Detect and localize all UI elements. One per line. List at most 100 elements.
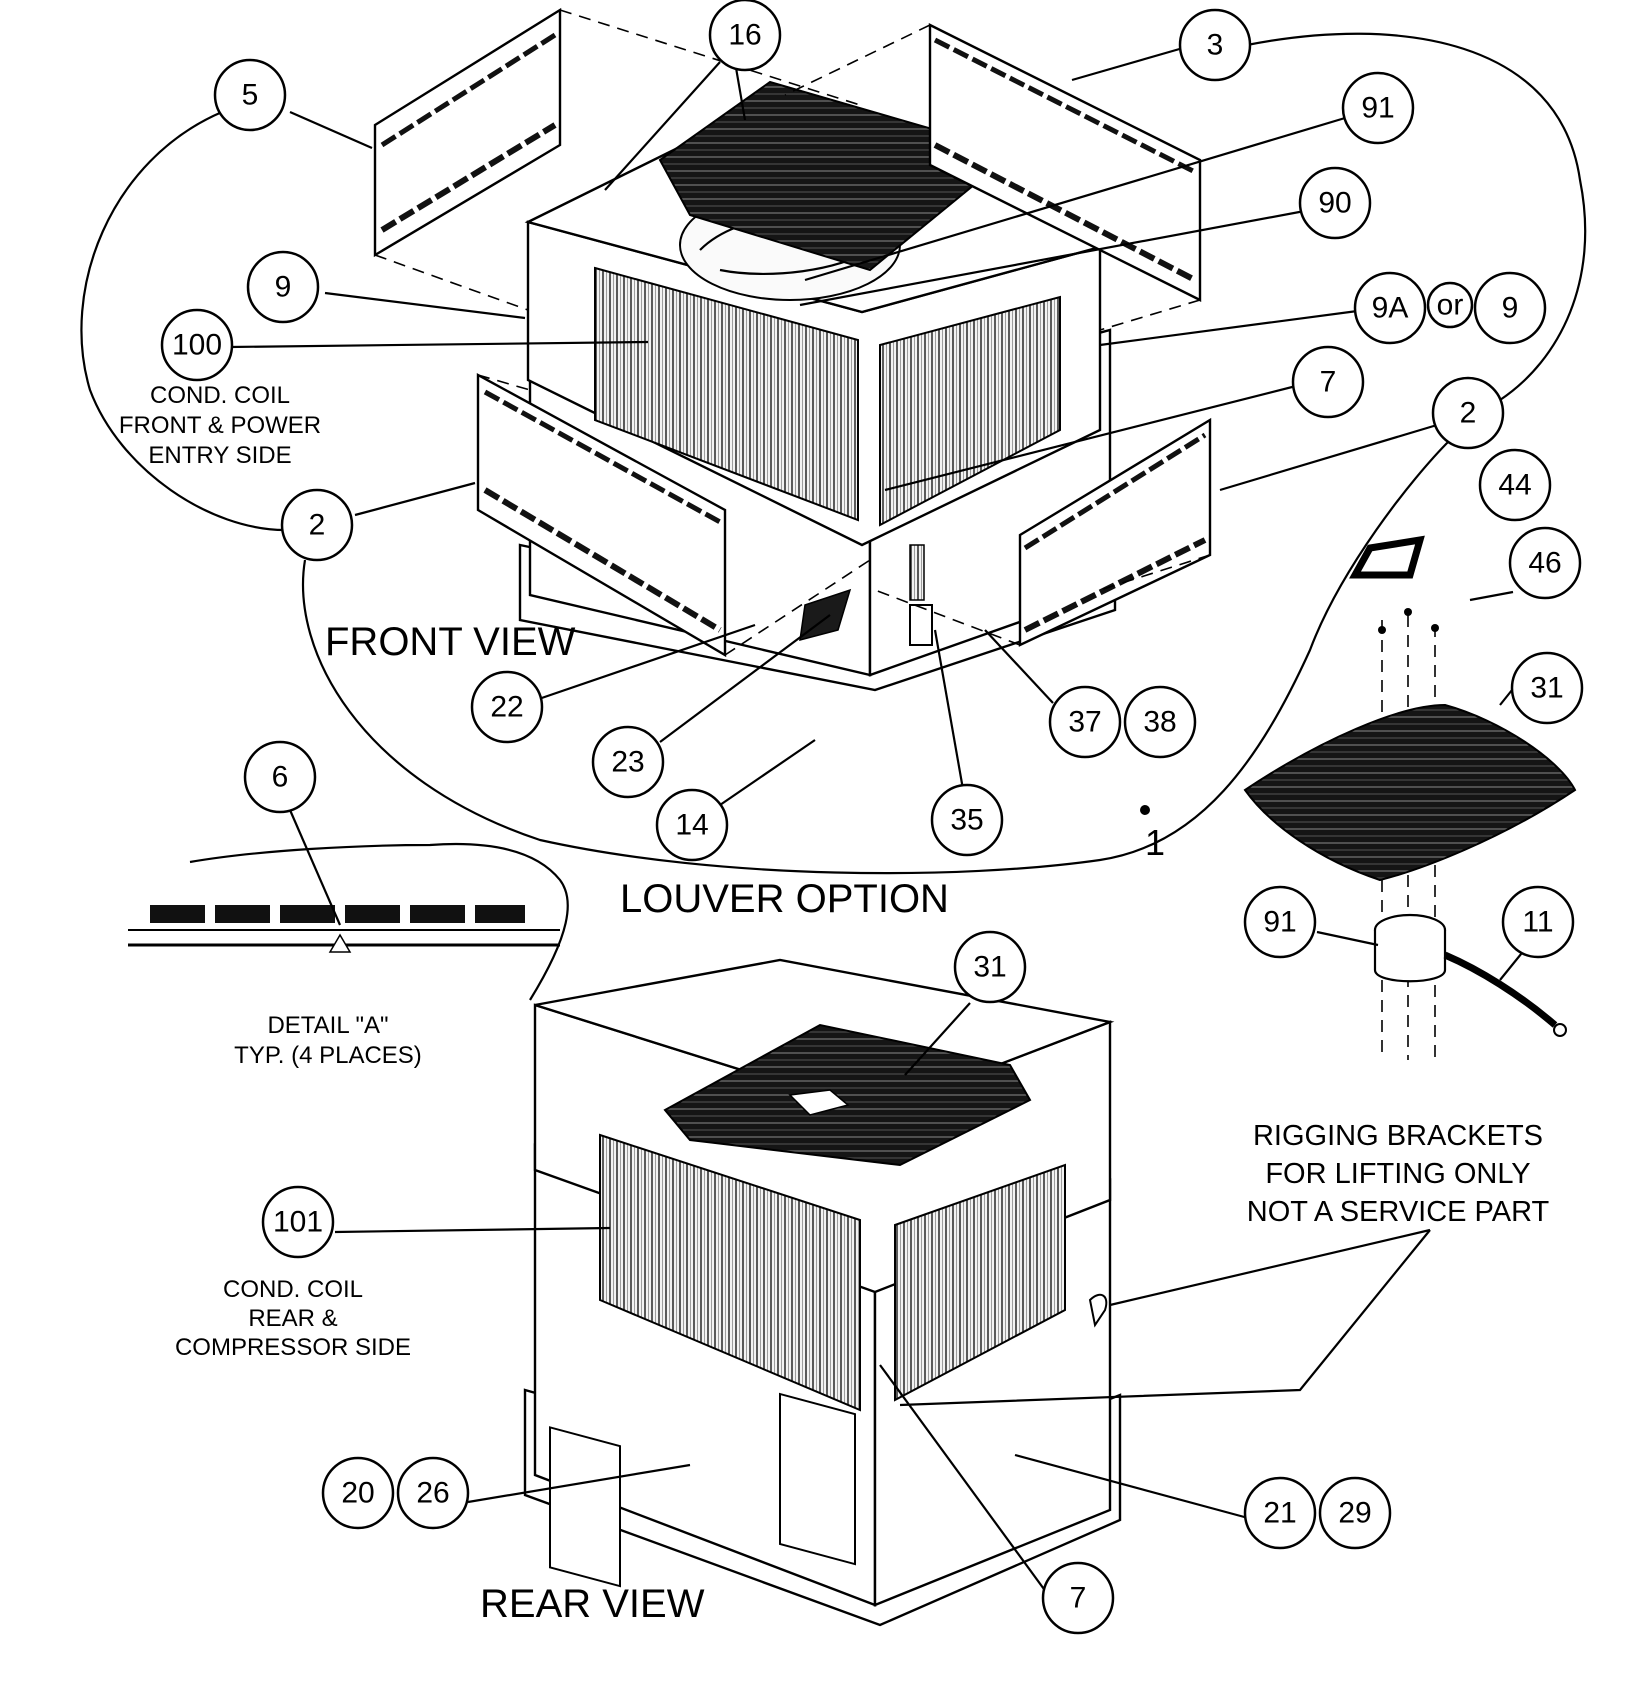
- svg-text:or: or: [1437, 289, 1464, 322]
- callout-29: 29: [1318, 1476, 1392, 1550]
- side-condenser-coil: [879, 295, 1061, 527]
- svg-text:20: 20: [341, 1477, 374, 1510]
- detail-a: [128, 842, 569, 1001]
- svg-text:35: 35: [950, 804, 983, 837]
- callout-26: 26: [396, 1456, 470, 1530]
- louver-2-right-slots: [1023, 432, 1207, 633]
- part-44-gasket: [1349, 535, 1425, 579]
- callout-16: 16: [708, 0, 782, 72]
- svg-text:100: 100: [172, 329, 222, 362]
- rear-fan-guard-grille: [663, 1023, 1032, 1167]
- rigging-note-line2: FOR LIFTING ONLY: [1265, 1158, 1530, 1190]
- callout-100: 100: [160, 308, 234, 382]
- louver-option-title: LOUVER OPTION: [620, 877, 949, 921]
- rear-view-unit: [523, 958, 1122, 1627]
- callout-2-right: 2: [1431, 376, 1505, 450]
- rear-access-opening-1: [549, 1426, 621, 1588]
- leader-lines: [80, 32, 1587, 1623]
- svg-text:29: 29: [1338, 1497, 1371, 1530]
- callout-3: 3: [1178, 8, 1252, 82]
- callout-7-rear: 7: [1041, 1561, 1115, 1635]
- rear-side-coil: [894, 1163, 1066, 1402]
- front-condenser-coil: [594, 266, 859, 522]
- svg-text:44: 44: [1498, 469, 1531, 502]
- wiring-strip: [909, 544, 925, 601]
- front-view-unit: [518, 80, 1117, 692]
- detail-a-line2: TYP. (4 PLACES): [234, 1042, 422, 1069]
- louver-2-left-slots: [483, 389, 722, 633]
- cond-coil-rear-line3: COMPRESSOR SIDE: [175, 1334, 411, 1361]
- callout-22: 22: [470, 670, 544, 744]
- callout-14: 14: [655, 788, 729, 862]
- front-view-title: FRONT VIEW: [325, 620, 576, 664]
- callout-38: 38: [1123, 685, 1197, 759]
- callout-20: 20: [321, 1456, 395, 1530]
- svg-text:7: 7: [1320, 366, 1337, 399]
- svg-text:9: 9: [275, 271, 292, 304]
- svg-text:101: 101: [273, 1206, 323, 1239]
- part-31-fan-guard: [1243, 703, 1577, 882]
- cond-coil-rear-line2: REAR &: [248, 1305, 337, 1332]
- svg-text:31: 31: [1530, 672, 1563, 705]
- callout-23: 23: [591, 725, 665, 799]
- cond-coil-rear-line1: COND. COIL: [223, 1276, 363, 1303]
- rigging-note-line3: NOT A SERVICE PART: [1247, 1196, 1550, 1228]
- svg-text:11: 11: [1522, 906, 1553, 939]
- callout-91-kit: 91: [1243, 885, 1317, 959]
- callout-9-alt: 9: [1473, 271, 1547, 345]
- svg-text:26: 26: [416, 1477, 449, 1510]
- svg-text:90: 90: [1318, 187, 1351, 220]
- callout-2-left: 2: [280, 488, 354, 562]
- svg-text:22: 22: [490, 691, 523, 724]
- svg-text:3: 3: [1207, 29, 1224, 62]
- svg-text:23: 23: [611, 746, 644, 779]
- svg-text:16: 16: [728, 19, 761, 52]
- callout-46: 46: [1508, 526, 1582, 600]
- callout-35: 35: [930, 783, 1004, 857]
- part-91-motor-body: [1373, 930, 1447, 983]
- louver-3-slots: [933, 37, 1197, 283]
- callout-91-top: 91: [1341, 71, 1415, 145]
- callout-or: or: [1426, 281, 1474, 329]
- svg-text:14: 14: [675, 809, 708, 842]
- svg-text:2: 2: [309, 509, 326, 542]
- svg-text:9A: 9A: [1372, 292, 1409, 325]
- callout-31-kit: 31: [1510, 651, 1584, 725]
- callout-101: 101: [261, 1185, 335, 1259]
- explode-lines: [374, 9, 1211, 656]
- callout-5: 5: [213, 58, 287, 132]
- svg-text:5: 5: [242, 79, 259, 112]
- rear-access-opening-2: [779, 1392, 856, 1566]
- louver-panel-5: [373, 7, 562, 258]
- svg-text:37: 37: [1068, 706, 1101, 739]
- callout-37: 37: [1048, 685, 1122, 759]
- svg-text:31: 31: [973, 951, 1006, 984]
- callout-44: 44: [1478, 448, 1552, 522]
- rigging-note-line1: RIGGING BRACKETS: [1253, 1120, 1543, 1152]
- callout-9a: 9A: [1353, 271, 1427, 345]
- callout-9: 9: [246, 250, 320, 324]
- callout-11: 11: [1501, 885, 1575, 959]
- cond-coil-front-line2: FRONT & POWER: [119, 412, 321, 439]
- callout-31-rear: 31: [953, 930, 1027, 1004]
- rigging-bracket: [1088, 1293, 1108, 1328]
- reference-1: 1: [1145, 822, 1165, 863]
- svg-text:9: 9: [1502, 292, 1519, 325]
- callout-21: 21: [1243, 1476, 1317, 1550]
- svg-text:6: 6: [272, 761, 289, 794]
- svg-text:91: 91: [1361, 92, 1394, 125]
- svg-text:21: 21: [1263, 1497, 1296, 1530]
- louver-5-slots: [380, 32, 557, 233]
- part-11-cord: [1443, 951, 1558, 1028]
- part-35-box: [909, 604, 933, 646]
- callout-7-top: 7: [1291, 345, 1365, 419]
- callout-90: 90: [1298, 166, 1372, 240]
- rear-view-title: REAR VIEW: [480, 1582, 705, 1626]
- svg-text:7: 7: [1070, 1582, 1087, 1615]
- detail-a-line1: DETAIL "A": [267, 1012, 388, 1039]
- cond-coil-front-line3: ENTRY SIDE: [148, 442, 291, 469]
- svg-text:2: 2: [1460, 397, 1477, 430]
- fan-kit-exploded: [1243, 535, 1577, 1060]
